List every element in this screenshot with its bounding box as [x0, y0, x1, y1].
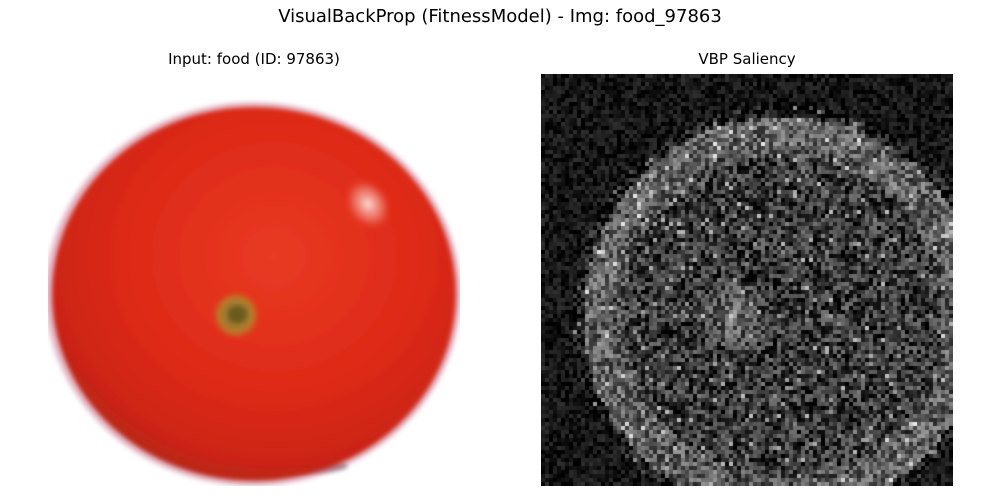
saliency-noise-canvas — [541, 74, 953, 486]
figure-title: VisualBackProp (FitnessModel) - Img: foo… — [278, 6, 722, 27]
tomato-image — [48, 74, 460, 486]
saliency-panel-title: VBP Saliency — [698, 50, 796, 68]
highlight — [343, 177, 393, 231]
input-image — [48, 74, 460, 486]
saliency-map — [541, 74, 953, 486]
input-panel-title: Input: food (ID: 97863) — [168, 50, 340, 68]
tomato-body — [52, 107, 456, 481]
